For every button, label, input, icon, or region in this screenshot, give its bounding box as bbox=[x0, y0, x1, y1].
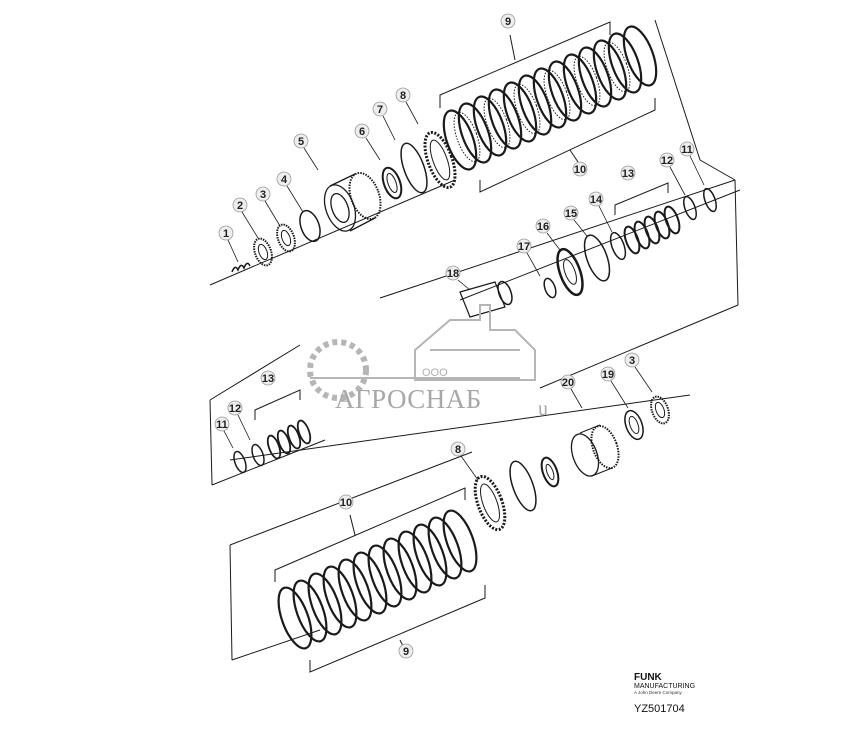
parts-11-18-upper bbox=[459, 187, 717, 318]
callout-b-9: 9 bbox=[403, 646, 409, 658]
bracket-10-bottom bbox=[274, 487, 466, 582]
callout-1: 1 bbox=[223, 228, 229, 240]
brand-name: FUNK bbox=[634, 672, 663, 683]
callout-b-8: 8 bbox=[455, 444, 461, 456]
part-1-spring bbox=[231, 262, 251, 273]
part-3-bearing bbox=[276, 223, 296, 253]
callout-17: 17 bbox=[518, 241, 530, 253]
brand-subtitle: MANUFACTURING bbox=[634, 683, 695, 690]
callouts bbox=[214, 13, 695, 659]
callout-4: 4 bbox=[281, 174, 288, 186]
upper-axis-lines bbox=[209, 19, 741, 389]
agrosnab-watermark bbox=[307, 304, 536, 401]
watermark-brand: АГРОСНАБ bbox=[335, 384, 482, 414]
callout-14: 14 bbox=[590, 194, 603, 206]
callout-5: 5 bbox=[298, 136, 304, 148]
callout-10: 10 bbox=[574, 164, 586, 176]
callout-16: 16 bbox=[537, 221, 549, 233]
callout-b-3: 3 bbox=[629, 355, 635, 367]
callout-6: 6 bbox=[359, 126, 365, 138]
bracket-9-bottom bbox=[309, 585, 486, 673]
part-7-snap-ring bbox=[400, 142, 428, 194]
callout-12: 12 bbox=[661, 155, 673, 167]
callout-b-10: 10 bbox=[340, 497, 352, 509]
callout-b-19: 19 bbox=[602, 369, 614, 381]
parts-lower bbox=[233, 395, 670, 532]
brand-tagline: A John Deere Company bbox=[634, 690, 683, 695]
part-5-hub bbox=[323, 171, 382, 232]
callout-2: 2 bbox=[237, 200, 243, 212]
callout-18: 18 bbox=[447, 268, 459, 280]
callout-15: 15 bbox=[565, 208, 577, 220]
drawing-number: YZ501704 bbox=[634, 703, 685, 715]
callout-13: 13 bbox=[622, 168, 634, 180]
callout-8: 8 bbox=[400, 90, 406, 102]
callout-11: 11 bbox=[681, 144, 693, 156]
callout-3: 3 bbox=[260, 189, 266, 201]
clutch-pack-bottom bbox=[277, 509, 478, 650]
callout-7: 7 bbox=[377, 104, 383, 116]
part-2-bearing bbox=[253, 237, 273, 267]
leader-lines bbox=[223, 101, 705, 481]
bracket-9-top bbox=[439, 21, 611, 108]
bracket-10-top bbox=[479, 98, 656, 193]
part-4-ring bbox=[299, 209, 321, 243]
callout-b-13: 13 bbox=[262, 373, 274, 385]
callout-9: 9 bbox=[505, 16, 511, 28]
callout-b-11: 11 bbox=[216, 419, 228, 431]
callout-labels: 1 2 3 4 5 6 7 8 9 10 11 12 13 14 15 16 1… bbox=[216, 16, 693, 658]
watermark-suffix: u bbox=[538, 398, 549, 420]
part-8-gear-ring bbox=[423, 130, 457, 190]
callout-b-20: 20 bbox=[562, 377, 574, 389]
clutch-pack-top bbox=[442, 25, 658, 171]
part-6-ring bbox=[381, 166, 403, 200]
callout-b-12: 12 bbox=[229, 403, 241, 415]
watermark-prefix: ООО bbox=[422, 367, 448, 379]
